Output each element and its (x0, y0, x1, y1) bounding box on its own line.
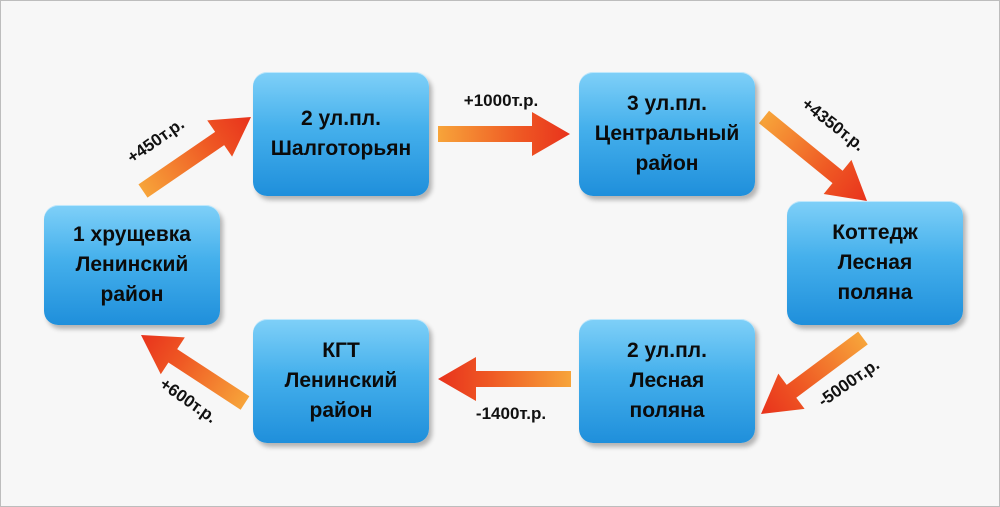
edge-label-5: -1400т.р. (475, 404, 547, 423)
node-label-line: Лесная (837, 251, 913, 274)
flow-arrow-1 (138, 116, 252, 198)
flow-arrow-2 (438, 112, 570, 156)
node-label-line: 3 ул.пл. (627, 92, 707, 115)
node-label-line: Центральный (594, 122, 740, 145)
node-label-line: поляна (837, 281, 913, 304)
flow-arrow-4 (761, 331, 868, 415)
node-box-6: КГТ Ленинский район (253, 319, 429, 443)
flow-arrow-3 (758, 110, 867, 202)
node-label-line: район (635, 152, 699, 175)
node-box-5: 2 ул.пл. Лесная поляна (579, 319, 755, 443)
node-label-line: 1 хрущевка (73, 223, 191, 246)
node-label-line: поляна (629, 399, 705, 422)
node-label-line: КГТ (322, 339, 360, 362)
node-box-2: 2 ул.пл. Шалготорьян (253, 72, 429, 196)
node-label-line: Шалготорьян (270, 137, 412, 160)
node-label-line: район (309, 399, 373, 422)
node-label-line: район (100, 283, 164, 306)
node-box-3: 3 ул.пл. Центральный район (579, 72, 755, 196)
node-label-line: Ленинский (284, 369, 398, 392)
node-label-line: 2 ул.пл. (301, 107, 381, 130)
flow-arrow-5 (438, 357, 571, 401)
node-label-line: Ленинский (75, 253, 189, 276)
node-label-line: Коттедж (832, 221, 918, 244)
flow-arrow-6 (141, 334, 250, 410)
node-label-line: 2 ул.пл. (627, 339, 707, 362)
edge-label-2: +1000т.р. (463, 91, 539, 110)
node-label-line: Лесная (629, 369, 705, 392)
